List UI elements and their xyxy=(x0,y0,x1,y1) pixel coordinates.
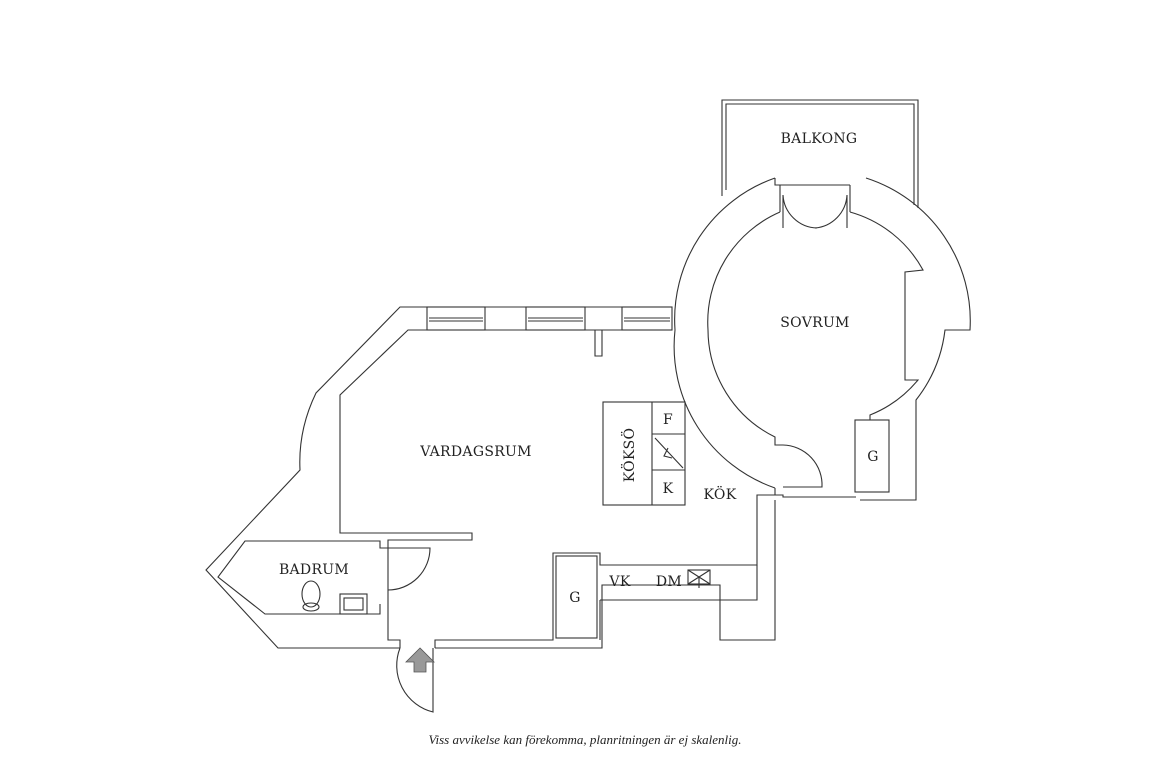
entrance-door[interactable] xyxy=(396,647,434,713)
room-label-sovrum: SOVRUM xyxy=(780,315,849,331)
entrance-arrow-icon xyxy=(405,647,435,673)
windows xyxy=(426,306,673,331)
toilet-icon xyxy=(301,580,321,612)
water-heater-label: VK xyxy=(608,574,630,590)
room-label-vardagsrum: VARDAGSRUM xyxy=(419,444,532,460)
fridge-label: F xyxy=(663,412,673,428)
room-label-kok: KÖK xyxy=(704,485,737,503)
sink-icon xyxy=(339,593,368,615)
bedroom-wardrobe-label: G xyxy=(867,449,878,465)
wardrobe[interactable] xyxy=(555,555,598,639)
room-label-balkong: BALKONG xyxy=(781,131,858,147)
room-label-kokso: KÖKSÖ xyxy=(620,428,638,483)
bedroom-door[interactable] xyxy=(782,444,823,488)
wardrobe-label: G xyxy=(569,590,580,606)
room-label-badrum: BADRUM xyxy=(279,562,349,578)
freezer-label: K xyxy=(663,481,674,497)
bathroom-door[interactable] xyxy=(387,547,431,591)
balcony-door[interactable] xyxy=(782,194,848,229)
bedroom-walls xyxy=(673,177,971,501)
living-walls xyxy=(205,306,776,713)
dishwasher-icon xyxy=(687,569,711,588)
dishwasher-label: DM xyxy=(656,574,682,590)
disclaimer-text: Viss avvikelse kan förekomma, planritnin… xyxy=(428,732,742,747)
bedroom-wardrobe[interactable] xyxy=(854,419,890,493)
kitchen-island xyxy=(602,401,686,506)
balcony xyxy=(721,99,919,208)
